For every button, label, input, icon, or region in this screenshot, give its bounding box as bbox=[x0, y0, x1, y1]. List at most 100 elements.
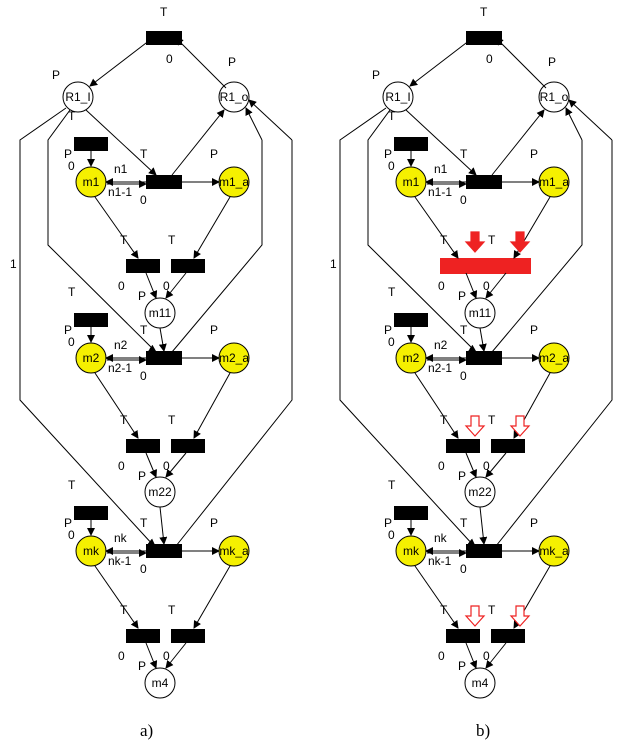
transition-left-2 bbox=[126, 439, 160, 453]
label-weight-minus-1: n1-1 bbox=[428, 185, 452, 199]
transition-source-1 bbox=[394, 137, 428, 151]
place-m11-label: m11 bbox=[469, 306, 492, 320]
label-T-main-1: T bbox=[460, 147, 468, 161]
transition-left-1 bbox=[126, 259, 160, 273]
arc-r1i-to-main-2a bbox=[47, 109, 157, 353]
label-0-main-1: 0 bbox=[140, 193, 147, 207]
label-0-left-1: 0 bbox=[438, 279, 445, 293]
arc-r1i-to-main-kb bbox=[467, 538, 476, 547]
label-0-src-2: 0 bbox=[68, 335, 75, 349]
place-m1-label: m1 bbox=[83, 175, 100, 189]
arc-right-to-m22 bbox=[485, 452, 507, 478]
arc-left-to-m22 bbox=[465, 452, 477, 478]
arc-main-1-to-r1o bbox=[171, 109, 225, 176]
place-r1-i bbox=[62, 81, 94, 113]
label-weight-minus-1: n1-1 bbox=[108, 185, 132, 199]
place-mk-a-label: mk_a bbox=[539, 544, 569, 558]
arc-main-k-to-r1o-a bbox=[175, 140, 293, 547]
place-mk-label: mk bbox=[403, 544, 420, 558]
label-weight-1: n1 bbox=[114, 162, 128, 176]
label-0-main-1: 0 bbox=[460, 193, 467, 207]
arc-m22-to-main-k bbox=[159, 506, 168, 545]
place-r1-o bbox=[218, 81, 250, 113]
label-P-out-2: P bbox=[138, 469, 146, 483]
label-P-1: P bbox=[384, 147, 392, 161]
arc-2-to-left bbox=[414, 372, 459, 439]
arc-main-2-to-r1o-b bbox=[245, 107, 263, 141]
transition-source-k bbox=[74, 506, 108, 520]
arc-r1i-to-main-1 bbox=[405, 109, 477, 176]
label-T-right-2: T bbox=[168, 413, 176, 427]
label-weight-k: nk bbox=[114, 531, 128, 545]
transition-main-2 bbox=[146, 351, 182, 365]
transition-right-k bbox=[171, 629, 205, 643]
label-0-src-1: 0 bbox=[68, 159, 75, 173]
label-T-main-2: T bbox=[460, 323, 468, 337]
marker-left-1 bbox=[464, 231, 486, 253]
label-P-k: P bbox=[384, 516, 392, 530]
label-T-src-2: T bbox=[68, 285, 76, 299]
place-m4-label: m4 bbox=[152, 676, 169, 690]
arc-m11-to-main-2 bbox=[158, 327, 167, 352]
arc-main-2-to-r1o-b bbox=[565, 107, 583, 141]
place-m1-a-label: m1_a bbox=[539, 175, 569, 189]
label-0-left-2: 0 bbox=[118, 459, 125, 473]
arc-main-2-to-r1o-a bbox=[171, 140, 263, 353]
label-0-src-2: 0 bbox=[388, 335, 395, 349]
arc-r1i-to-main-2b bbox=[467, 344, 477, 353]
label-0-right-1: 0 bbox=[163, 279, 170, 293]
label-T-main-k: T bbox=[140, 516, 148, 530]
place-r1-i-label: R1_I bbox=[385, 90, 410, 104]
label-T-left-2: T bbox=[440, 413, 448, 427]
label-weight-minus-2: n2-1 bbox=[108, 361, 132, 375]
label-T-right-1: T bbox=[488, 233, 496, 247]
transition-right-1 bbox=[171, 259, 205, 273]
label-0-left-1: 0 bbox=[118, 279, 125, 293]
label-0-left-k: 0 bbox=[118, 649, 125, 663]
label-T-top: T bbox=[160, 5, 168, 19]
label-P-2: P bbox=[384, 323, 392, 337]
label-T-top: T bbox=[480, 5, 488, 19]
label-0-src-k: 0 bbox=[388, 528, 395, 542]
transition-right-2 bbox=[491, 439, 525, 453]
label-0-right-2: 0 bbox=[483, 459, 490, 473]
arc-a-to-right-2 bbox=[193, 372, 231, 439]
label-P-r1i: P bbox=[52, 68, 60, 82]
arc-left-to-m4 bbox=[465, 642, 478, 669]
place-r1-i-label: R1_I bbox=[65, 90, 90, 104]
place-m1-a-label: m1_a bbox=[219, 175, 249, 189]
arc-r1i-to-main-ka bbox=[339, 107, 475, 547]
label-T-right-k: T bbox=[488, 603, 496, 617]
label-T-left-1: T bbox=[440, 233, 448, 247]
label-T-right-1: T bbox=[168, 233, 176, 247]
place-r1-o-label: R1_o bbox=[220, 90, 249, 104]
place-mk-a-label: mk_a bbox=[219, 544, 249, 558]
label-T-main-2: T bbox=[140, 323, 148, 337]
place-m22-label: m22 bbox=[148, 485, 172, 499]
marker-left-k bbox=[464, 605, 486, 627]
place-m2-a-label: m2_a bbox=[539, 351, 569, 365]
marker-left-2 bbox=[464, 415, 486, 437]
label-0-src-1: 0 bbox=[388, 159, 395, 173]
marker-right-1 bbox=[509, 231, 531, 253]
arc-right-to-m22 bbox=[165, 452, 187, 478]
label-0-top: 0 bbox=[166, 52, 173, 66]
arc-left-to-m22 bbox=[145, 452, 157, 478]
label-0-right-2: 0 bbox=[163, 459, 170, 473]
arc-left-to-m11 bbox=[465, 272, 478, 299]
arc-k-to-left bbox=[94, 565, 139, 629]
transition-main-1 bbox=[466, 175, 502, 189]
arc-main-k-to-r1o-b bbox=[248, 99, 293, 141]
arc-left-to-m4 bbox=[145, 642, 158, 669]
label-0-main-k: 0 bbox=[140, 562, 147, 576]
transition-main-2 bbox=[466, 351, 502, 365]
arc-2-to-left bbox=[94, 372, 139, 439]
label-P-out-1: P bbox=[458, 289, 466, 303]
marker-right-2 bbox=[509, 415, 531, 437]
transition-left-2 bbox=[446, 439, 480, 453]
label-P-r1i: P bbox=[372, 68, 380, 82]
label-T-main-1: T bbox=[140, 147, 148, 161]
label-T-left-k: T bbox=[120, 603, 128, 617]
